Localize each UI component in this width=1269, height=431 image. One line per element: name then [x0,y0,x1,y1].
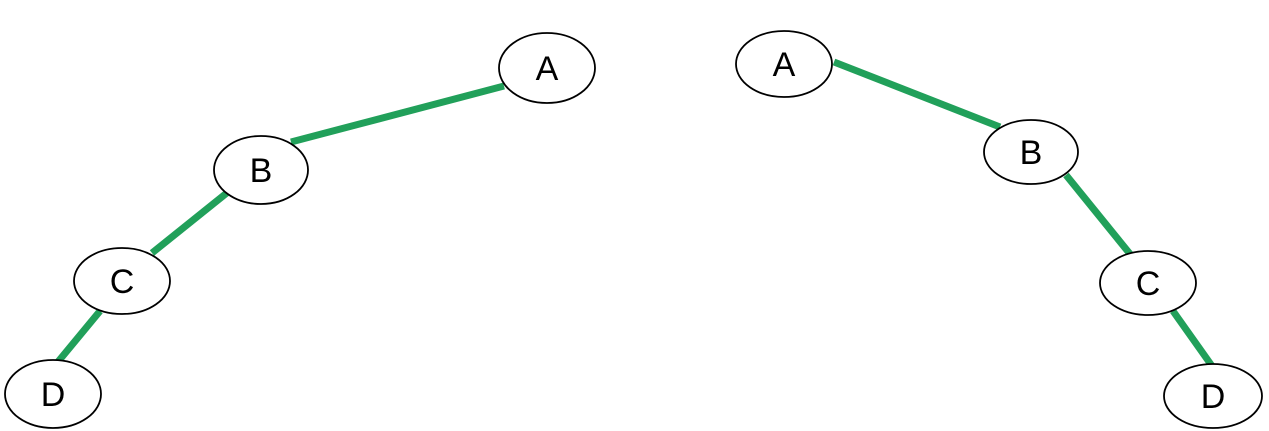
node-label-a: A [536,50,559,88]
descending-chain: A B C D [735,30,1263,429]
node-c[interactable]: C [73,247,171,315]
node-b[interactable]: B [213,135,309,205]
node-b[interactable]: B [983,119,1079,185]
node-d[interactable]: D [1163,363,1263,429]
node-d[interactable]: D [4,359,102,429]
node-a[interactable]: A [735,30,833,98]
edge-c-d [54,308,103,366]
edge-a-b [290,82,505,146]
node-shape-a[interactable] [498,32,596,104]
node-shape-d[interactable] [1163,363,1263,429]
edge-a-b [832,58,1002,131]
node-label-a: A [773,46,796,84]
edge-b-c [1063,172,1133,257]
node-shape-c[interactable] [1099,250,1197,316]
node-label-b: B [250,152,273,190]
node-shape-b[interactable] [983,119,1079,185]
edge-b-c [149,189,231,256]
node-shape-b[interactable] [213,135,309,205]
node-a[interactable]: A [498,32,596,104]
node-label-d: D [41,376,66,414]
node-label-c: C [110,263,135,301]
node-label-d: D [1201,378,1226,416]
node-shape-c[interactable] [73,247,171,315]
node-label-b: B [1020,134,1043,172]
edge-c-d [1170,308,1215,369]
node-shape-d[interactable] [4,359,102,429]
node-c[interactable]: C [1099,250,1197,316]
node-label-c: C [1136,265,1161,303]
node-shape-a[interactable] [735,30,833,98]
ascending-chain: A B C D [4,32,596,429]
